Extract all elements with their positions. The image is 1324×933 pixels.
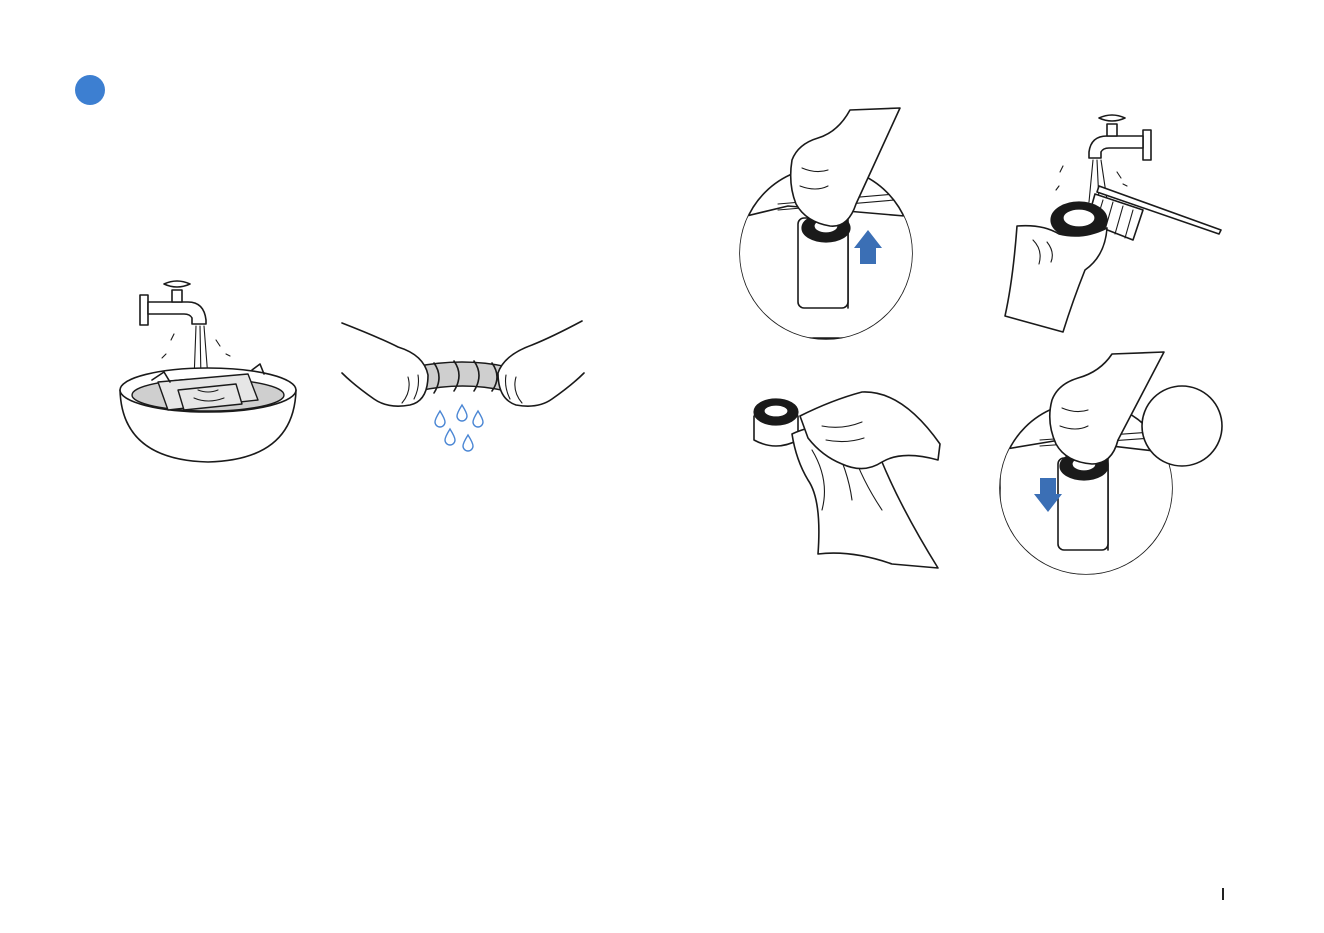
faucet-brush-icon bbox=[1003, 110, 1228, 335]
water-drop bbox=[463, 435, 473, 451]
hands-wringing-icon bbox=[338, 315, 588, 450]
water-drop bbox=[435, 411, 445, 427]
page-number-mark bbox=[1222, 888, 1224, 900]
water-drop bbox=[473, 411, 483, 427]
reinstall-filter-illustration bbox=[1000, 350, 1225, 575]
water-drops bbox=[435, 405, 483, 451]
remove-filter-illustration bbox=[738, 108, 923, 333]
water-drop bbox=[445, 429, 455, 445]
brush-filter-illustration bbox=[1003, 110, 1228, 335]
step-number-badge bbox=[75, 75, 105, 105]
rinse-mop-pad-illustration bbox=[108, 270, 308, 470]
hand-lift-filter-icon bbox=[738, 108, 923, 333]
hand-insert-filter-icon bbox=[1000, 350, 1225, 575]
water-drop bbox=[457, 405, 467, 421]
detail-callout bbox=[1142, 386, 1222, 466]
hand-cloth-icon bbox=[752, 390, 947, 570]
faucet-bowl-icon bbox=[108, 270, 308, 470]
wring-mop-pad-illustration bbox=[338, 315, 588, 450]
wipe-filter-illustration bbox=[752, 390, 947, 570]
